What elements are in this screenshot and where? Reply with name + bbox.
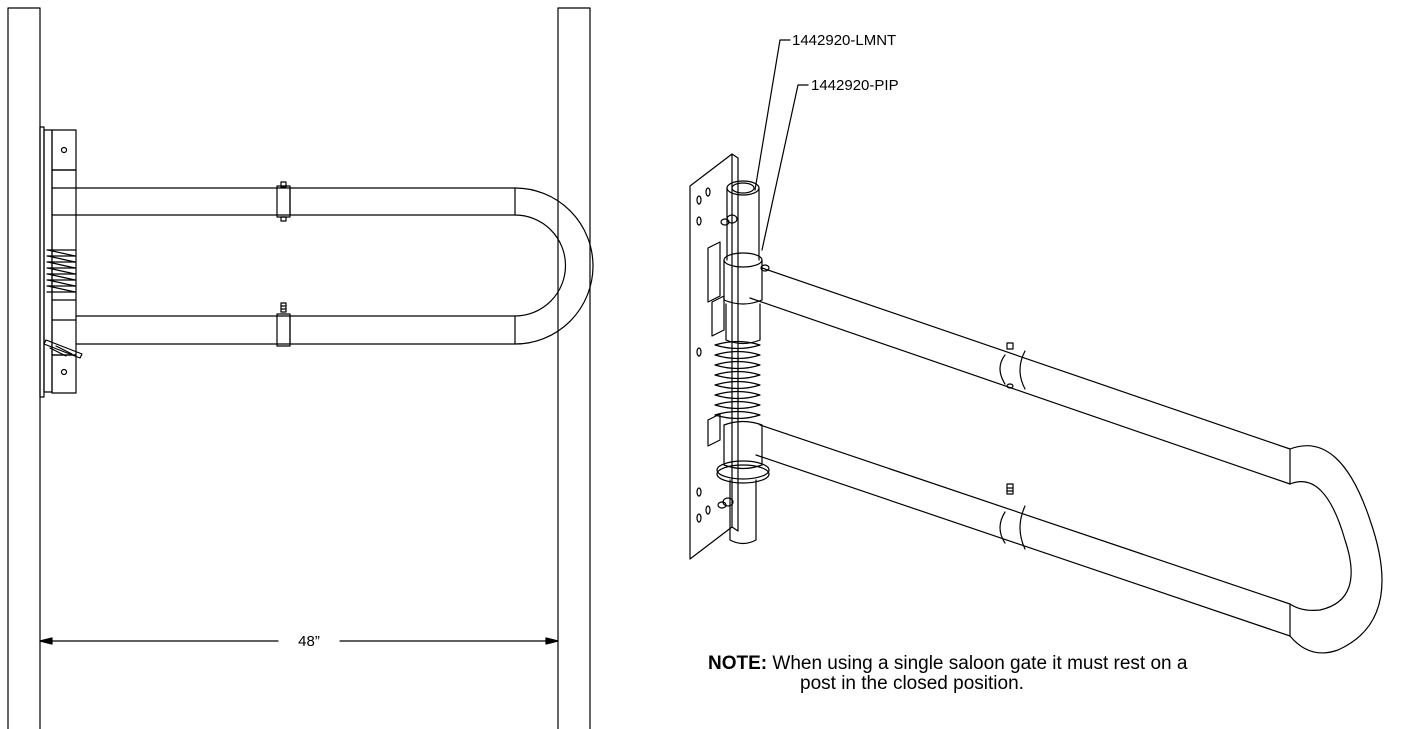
- note-line-1: When using a single saloon gate it must …: [767, 653, 1188, 674]
- callout-lmnt: 1442920-LMNT: [792, 32, 896, 49]
- lower-collar: [716, 420, 770, 545]
- u-rail-iso: [749, 267, 1383, 654]
- note-prefix: NOTE:: [708, 653, 768, 674]
- top-view: [7, 7, 594, 729]
- iso-spring: [714, 340, 761, 420]
- right-post: [557, 7, 591, 729]
- hinge-post: [717, 180, 770, 509]
- note-line-2: post in the closed position.: [800, 673, 1024, 694]
- note-text: NOTE: When using a single saloon gate it…: [708, 654, 1268, 694]
- width-dimension: [39, 637, 559, 645]
- left-post: [7, 7, 41, 729]
- leader-lines: [754, 39, 809, 251]
- callout-pip: 1442920-PIP: [811, 77, 899, 94]
- wall-plate: [689, 153, 739, 560]
- spring: [46, 249, 77, 293]
- dimension-label: 48”: [298, 633, 320, 650]
- latch: [43, 339, 83, 359]
- u-rail-top-view: [75, 181, 594, 347]
- iso-view: [689, 39, 1383, 654]
